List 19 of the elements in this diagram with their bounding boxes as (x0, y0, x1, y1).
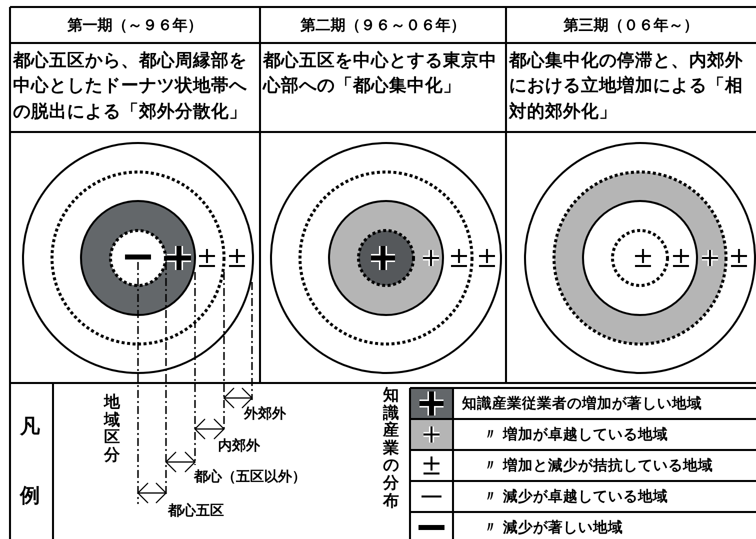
column-header: 第三期（０６年～） (562, 15, 700, 36)
column-header: 第二期（９６～０６年） (300, 15, 466, 36)
period-description: 都心五区を中心とする東京中心部への「都心集中化」 (263, 50, 498, 98)
dimension-label: 内郊外 (218, 437, 260, 455)
period-description: 都心五区から、都心周縁部を中心としたドーナツ状地帯への脱出による「郊外分散化」 (13, 50, 248, 124)
legend-text: 〃 減少が著しい地域 (483, 518, 624, 537)
legend-text: 〃 増加と減少が拮抗している地域 (483, 456, 714, 475)
legend-text: 〃 減少が卓越している地域 (483, 488, 668, 506)
legend-text: 〃 増加が卓越している地域 (483, 425, 668, 444)
vertical-heading: 知識産業の分布 (383, 386, 399, 510)
legend-heading: 凡 (20, 413, 40, 440)
legend-text: 知識産業従業者の増加が著しい地域 (462, 394, 702, 413)
dimension-label: 外郊外 (244, 405, 286, 423)
legend-heading: 例 (20, 482, 40, 509)
dimension-label: 都心五区 (168, 502, 224, 520)
vertical-heading: 地域区分 (104, 393, 120, 464)
column-header: 第一期（～９６年） (66, 15, 204, 36)
dimension-label: 都心（五区以外） (194, 468, 306, 486)
period-description: 都心集中化の停滞と、内郊外における立地増加による「相対的郊外化」 (509, 50, 744, 124)
